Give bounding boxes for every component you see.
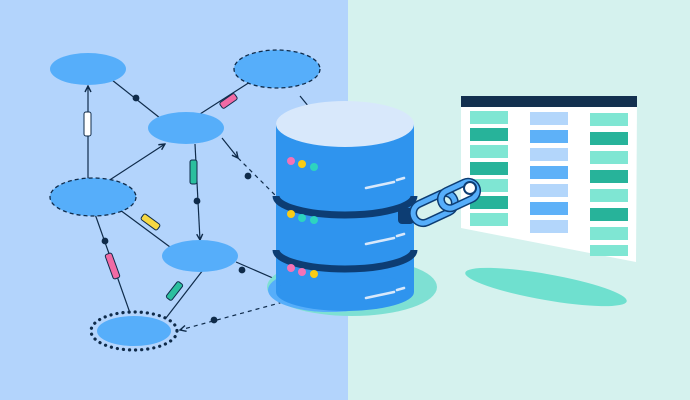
edge-tag-pink (219, 93, 238, 109)
chain-link (410, 190, 458, 226)
status-light (298, 268, 306, 276)
database-top (276, 101, 414, 147)
graph-node (148, 112, 224, 144)
table-cell (530, 202, 568, 215)
table-cell (590, 151, 628, 164)
graph-edge (237, 157, 276, 196)
graph-junction-dot (238, 266, 246, 274)
edge-tag-yellow (140, 213, 161, 231)
table-shadow (465, 267, 627, 307)
table-cell (530, 184, 568, 197)
status-light (310, 270, 318, 278)
status-light (310, 216, 318, 224)
graph-edge (221, 137, 238, 158)
status-lights (287, 157, 318, 278)
table-cell (470, 111, 508, 124)
table-cell (590, 208, 628, 221)
graph-junction-dot (210, 316, 218, 324)
table-rows (470, 111, 628, 256)
chain-link-icon (398, 177, 482, 228)
graph-junction-dot (244, 172, 252, 180)
edge-tag-pink (104, 252, 121, 280)
graph-junction-dot (193, 197, 201, 205)
table-cell (470, 145, 508, 158)
status-light (298, 160, 306, 168)
table-cell (590, 113, 628, 126)
status-light (287, 157, 295, 165)
table-cell (530, 130, 568, 143)
table-cell (470, 213, 508, 226)
table-cell (590, 189, 628, 202)
status-light (287, 264, 295, 272)
graph-network-icon (49, 49, 321, 352)
status-light (310, 163, 318, 171)
graph-junction-dot (132, 94, 140, 102)
graph-edge (104, 144, 165, 184)
table-cell (590, 132, 628, 145)
table-cell (590, 170, 628, 183)
graph-node (97, 316, 171, 346)
table-header (461, 96, 637, 107)
table-cell (530, 166, 568, 179)
status-light (287, 210, 295, 218)
graph-edge (199, 81, 251, 115)
graph-edge (165, 269, 204, 319)
graph-node (89, 310, 179, 352)
graph-edge (119, 209, 171, 248)
chain-anchor (463, 181, 477, 195)
table-cell (590, 227, 628, 240)
database-cylinder-icon (267, 101, 437, 316)
edge-tag-white (83, 111, 92, 137)
table-cell (590, 245, 628, 256)
table-cell (470, 128, 508, 141)
status-light (298, 214, 306, 222)
graph-node (56, 182, 130, 212)
graph-node (240, 54, 314, 84)
spreadsheet-table-icon (461, 96, 637, 307)
table-cell (470, 162, 508, 175)
edge-tag-teal (165, 281, 184, 301)
edge-tag-teal (189, 159, 198, 185)
table-cell (530, 148, 568, 161)
table-cell (530, 220, 568, 233)
graph-node (50, 53, 126, 85)
table-cell (530, 112, 568, 125)
graph-node (162, 240, 238, 272)
graph-junction-dot (101, 237, 109, 245)
table-cell (470, 196, 508, 209)
